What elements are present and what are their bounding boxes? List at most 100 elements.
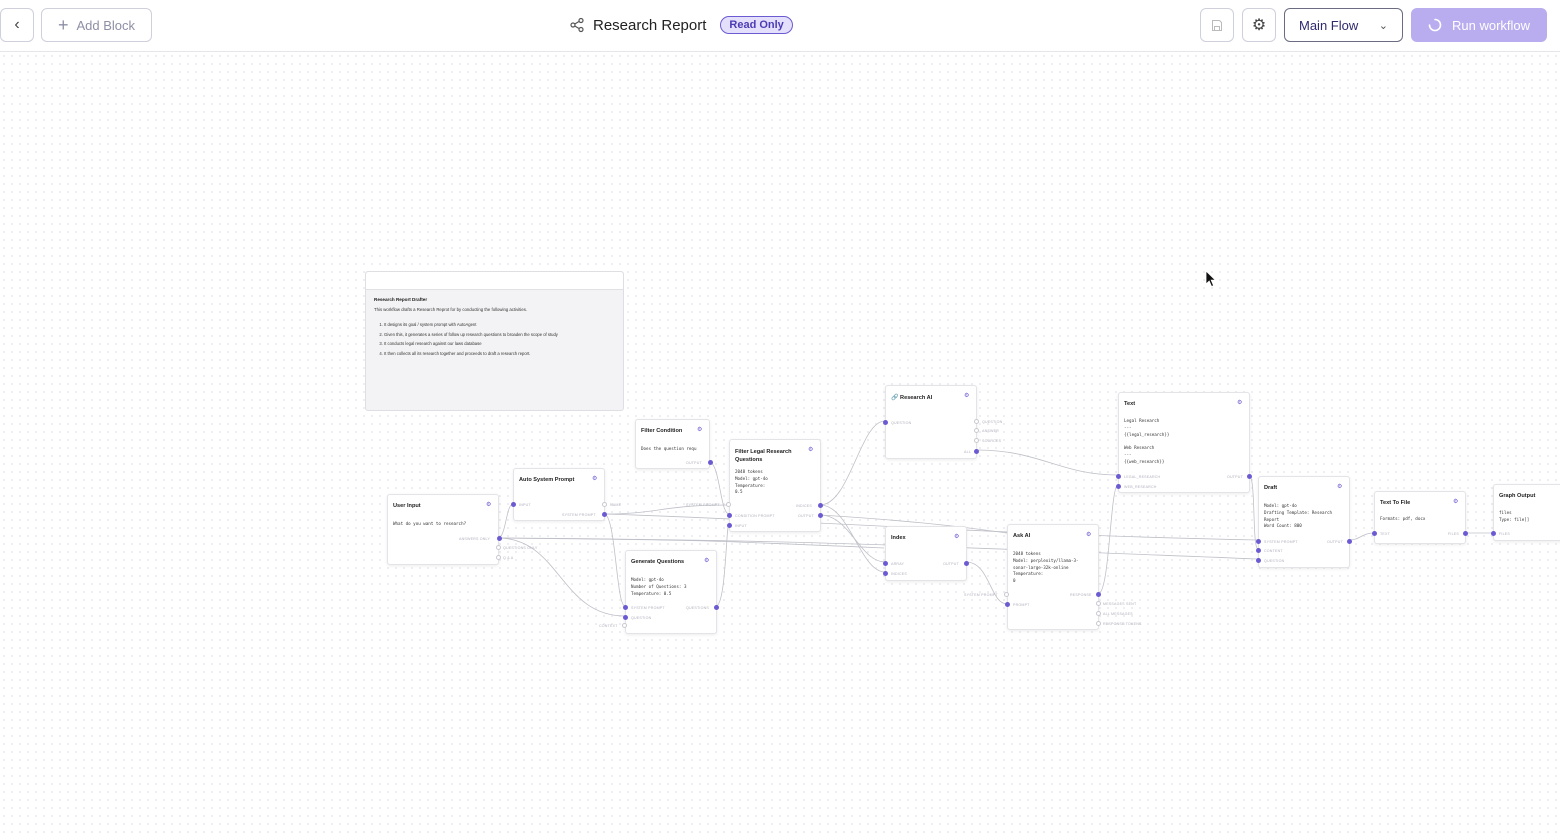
gear-icon[interactable]: ⚙	[486, 502, 492, 508]
port-label: INDICES	[891, 572, 907, 576]
node-filter-legal-research[interactable]: Filter Legal Research Questions ⚙ 2048 t…	[727, 439, 823, 532]
output-port[interactable]	[818, 503, 823, 508]
output-port[interactable]	[497, 536, 502, 541]
output-port[interactable]	[818, 513, 823, 518]
gear-icon[interactable]: ⚙	[808, 447, 814, 453]
flow-select-value: Main Flow	[1299, 17, 1359, 33]
back-button[interactable]: ‹	[0, 8, 34, 42]
settings-button[interactable]: ⚙	[1242, 8, 1276, 42]
output-port[interactable]	[974, 449, 979, 454]
output-port[interactable]	[602, 512, 607, 517]
gear-icon[interactable]: ⚙	[1086, 532, 1092, 538]
gear-icon[interactable]: ⚙	[964, 393, 970, 399]
node-title: Text	[1124, 401, 1136, 407]
node-body: Model: gpt-4o Number of Questions: 3 Tem…	[631, 577, 687, 596]
node-graph-output[interactable]: Graph Output files Type: file[] FILES	[1491, 484, 1560, 541]
run-workflow-label: Run workflow	[1451, 17, 1531, 33]
port-label: WEB_RESEARCH	[1124, 485, 1157, 489]
input-port[interactable]	[1256, 558, 1261, 563]
node-research-ai[interactable]: 🔗 Research AI ⚙ QUESTION ALL	[883, 385, 979, 459]
port-label: CONTENT	[1264, 549, 1283, 553]
port-label: FILES	[1448, 532, 1459, 536]
node-body: 2048 tokens Model: perplexity/llama-3- s…	[1013, 551, 1079, 584]
note-card[interactable]: Research Report Drafter This workflow dr…	[365, 271, 624, 411]
gear-icon[interactable]: ⚙	[697, 427, 703, 433]
input-port[interactable]	[1005, 602, 1010, 607]
note-item: It conducts legal research against our l…	[384, 339, 558, 349]
input-port[interactable]	[726, 502, 731, 507]
output-port[interactable]	[496, 545, 501, 550]
run-workflow-button[interactable]: Run workflow	[1411, 8, 1547, 42]
input-port[interactable]	[1256, 539, 1261, 544]
port-label: OUTPUT	[1327, 540, 1343, 544]
input-port[interactable]	[1491, 531, 1496, 536]
gear-icon[interactable]: ⚙	[1237, 400, 1243, 406]
input-port[interactable]	[1004, 592, 1009, 597]
node-ask-ai[interactable]: Ask AI ⚙ 2048 tokens Model: perplexity/l…	[1005, 524, 1101, 630]
input-port[interactable]	[622, 623, 627, 628]
node-title: User Input	[393, 503, 421, 509]
node-text-to-file[interactable]: Text To File ⚙ Formats: pdf, docx TEXT F…	[1372, 491, 1468, 544]
port-label: QUESTION	[891, 421, 912, 425]
output-port[interactable]	[1247, 474, 1252, 479]
add-block-label: Add Block	[76, 17, 136, 33]
output-port[interactable]	[1463, 531, 1468, 536]
output-port[interactable]	[602, 502, 607, 507]
flow-select[interactable]: Main Flow ⌄	[1284, 8, 1403, 42]
gear-icon[interactable]: ⚙	[704, 558, 710, 564]
input-port[interactable]	[1256, 548, 1261, 553]
node-text[interactable]: Text ⚙ Legal Research --- {{legal_resear…	[1116, 392, 1252, 493]
output-port[interactable]	[1347, 539, 1352, 544]
output-port[interactable]	[974, 428, 979, 433]
save-icon	[1212, 19, 1222, 31]
node-title: 🔗 Research AI	[891, 394, 932, 401]
gear-icon[interactable]: ⚙	[592, 476, 598, 482]
output-port[interactable]	[1096, 601, 1101, 606]
node-title: Filter Condition	[641, 428, 683, 434]
node-draft[interactable]: Draft ⚙ Model: gpt-4o Drafting Template:…	[1256, 476, 1352, 568]
gear-icon[interactable]: ⚙	[1337, 484, 1343, 490]
output-port[interactable]	[964, 561, 969, 566]
plus-icon: +	[57, 14, 69, 35]
port-label: INDICES	[796, 504, 812, 508]
node-user-input[interactable]: User Input ⚙ What do you want to researc…	[387, 494, 502, 565]
input-port[interactable]	[1116, 484, 1121, 489]
input-port[interactable]	[623, 605, 628, 610]
node-generate-questions[interactable]: Generate Questions ⚙ Model: gpt-4o Numbe…	[623, 550, 719, 634]
node-body: Model: gpt-4o Drafting Template: Researc…	[1264, 503, 1333, 529]
node-index[interactable]: Index ⚙ ARRAY INDICES OUTPUT	[883, 526, 969, 581]
node-body: What do you want to research?	[393, 521, 467, 526]
port-label: QUESTION	[631, 616, 652, 620]
gear-icon: ⚙	[1251, 17, 1267, 34]
input-port[interactable]	[623, 615, 628, 620]
gear-icon[interactable]: ⚙	[954, 534, 960, 540]
port-label: OUTPUT	[798, 514, 814, 518]
output-port[interactable]	[1096, 611, 1101, 616]
add-block-button[interactable]: + Add Block	[41, 8, 152, 42]
output-port[interactable]	[714, 605, 719, 610]
output-port[interactable]	[1096, 621, 1101, 626]
output-port[interactable]	[974, 419, 979, 424]
output-port[interactable]	[708, 460, 713, 465]
input-port[interactable]	[883, 420, 888, 425]
input-port[interactable]	[511, 502, 516, 507]
node-auto-system-prompt[interactable]: Auto System Prompt ⚙ INPUT SYSTEM PROMPT	[511, 468, 607, 521]
node-body: 2048 tokens Model: gpt-4o Temperature: 0…	[735, 469, 768, 495]
input-port[interactable]	[1116, 474, 1121, 479]
port-label: INPUT	[735, 524, 747, 528]
port-label: QUESTION	[1264, 559, 1285, 563]
save-button[interactable]	[1200, 8, 1234, 42]
output-port[interactable]	[1096, 592, 1101, 597]
input-port[interactable]	[727, 513, 732, 518]
gear-icon[interactable]: ⚙	[1453, 499, 1459, 505]
node-filter-condition[interactable]: Filter Condition ⚙ Does the question req…	[635, 419, 713, 469]
output-port[interactable]	[496, 555, 501, 560]
input-port[interactable]	[1372, 531, 1377, 536]
input-port[interactable]	[727, 523, 732, 528]
output-port[interactable]	[974, 438, 979, 443]
input-port[interactable]	[883, 571, 888, 576]
port-label: ANSWER	[982, 429, 999, 433]
workflow-title-group: Research Report Read Only	[569, 13, 793, 37]
node-title: Ask AI	[1013, 533, 1031, 539]
input-port[interactable]	[883, 561, 888, 566]
